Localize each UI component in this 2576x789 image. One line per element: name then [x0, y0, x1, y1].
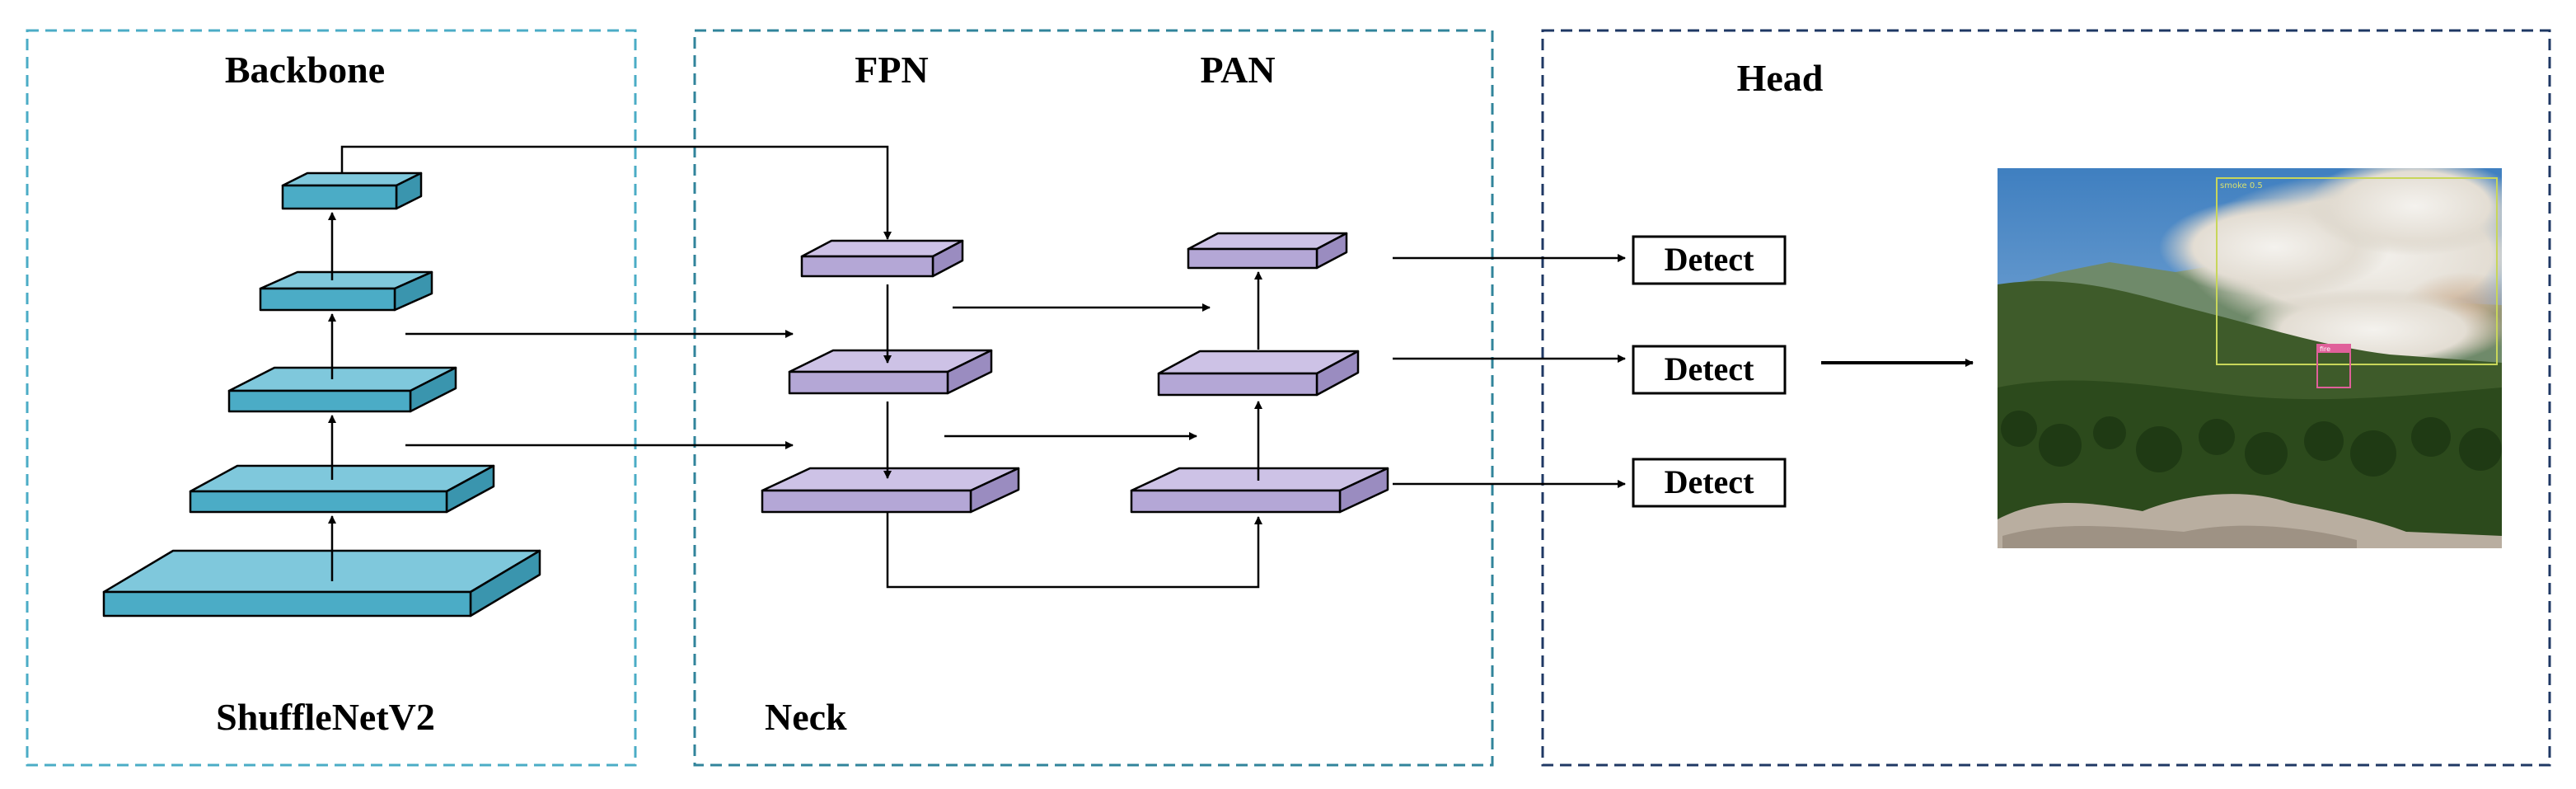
- backbone-subtitle: ShuffleNetV2: [216, 696, 435, 738]
- smoke-detection-box: [2216, 177, 2498, 365]
- head-title: Head: [1737, 57, 1824, 99]
- smoke-box-label: smoke 0.5: [2220, 181, 2263, 190]
- fpn-block-2: [788, 349, 993, 395]
- forest-fire-smoke-photo: smoke 0.5 fire: [1998, 168, 2502, 548]
- backbone-title: Backbone: [225, 49, 385, 91]
- detect-box-2: Detect: [1632, 345, 1787, 395]
- pan-title: PAN: [1200, 49, 1275, 91]
- detect-label-2: Detect: [1665, 350, 1754, 387]
- detect-box-1: Detect: [1632, 235, 1787, 285]
- fpn-block-1: [800, 239, 964, 278]
- fpn-blocks: [761, 239, 1020, 514]
- fpn-title: FPN: [855, 49, 928, 91]
- backbone-block-1: [281, 171, 423, 210]
- pan-block-2: [1157, 350, 1360, 397]
- detect-label-1: Detect: [1665, 241, 1754, 278]
- pan-block-3: [1130, 467, 1389, 514]
- connection-arrows: [340, 145, 1974, 589]
- pan-blocks: [1130, 232, 1389, 514]
- backbone-block-2: [259, 270, 433, 312]
- neck-label: Neck: [765, 696, 847, 738]
- fpn-block-3: [761, 467, 1020, 514]
- backbone-block-5: [102, 549, 541, 618]
- backbone-block-3: [227, 366, 457, 413]
- backbone-block-4: [189, 464, 495, 514]
- fire-box-label: fire: [2320, 345, 2330, 353]
- backbone-blocks: [102, 171, 541, 618]
- pan-block-1: [1187, 232, 1348, 270]
- neck-frame: [693, 29, 1494, 767]
- detect-label-3: Detect: [1665, 463, 1754, 500]
- detect-box-3: Detect: [1632, 458, 1787, 508]
